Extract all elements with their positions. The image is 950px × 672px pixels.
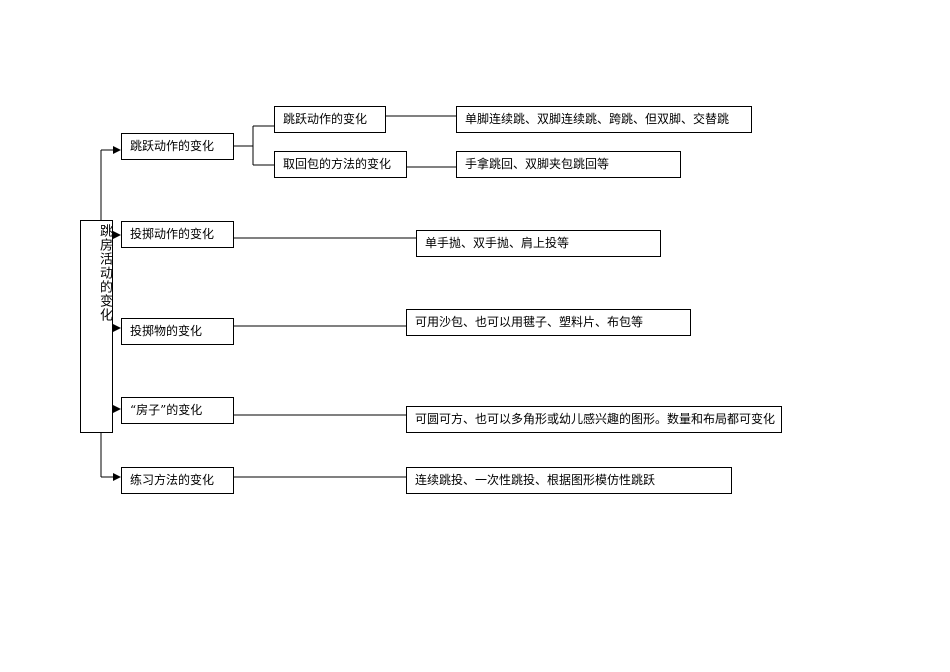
category-node-5: 练习方法的变化 <box>121 467 234 494</box>
category-node-3: 投掷物的变化 <box>121 318 234 345</box>
sub-category-node-1: 跳跃动作的变化 <box>274 106 386 133</box>
detail-node-3: 单手抛、双手抛、肩上投等 <box>416 230 661 257</box>
category-node-2: 投掷动作的变化 <box>121 221 234 248</box>
category-node-4: “房子”的变化 <box>121 397 234 424</box>
detail-node-1: 单脚连续跳、双脚连续跳、跨跳、但双脚、交替跳 <box>456 106 752 133</box>
root-node: 跳房活动的变化 <box>80 220 113 433</box>
detail-node-6: 连续跳投、一次性跳投、根据图形模仿性跳跃 <box>406 467 732 494</box>
detail-node-4: 可用沙包、也可以用毽子、塑料片、布包等 <box>406 309 691 336</box>
detail-node-2: 手拿跳回、双脚夹包跳回等 <box>456 151 681 178</box>
category-node-1: 跳跃动作的变化 <box>121 133 234 160</box>
sub-category-node-2: 取回包的方法的变化 <box>274 151 407 178</box>
detail-node-5: 可圆可方、也可以多角形或幼儿感兴趣的图形。数量和布局都可变化 <box>406 406 782 433</box>
